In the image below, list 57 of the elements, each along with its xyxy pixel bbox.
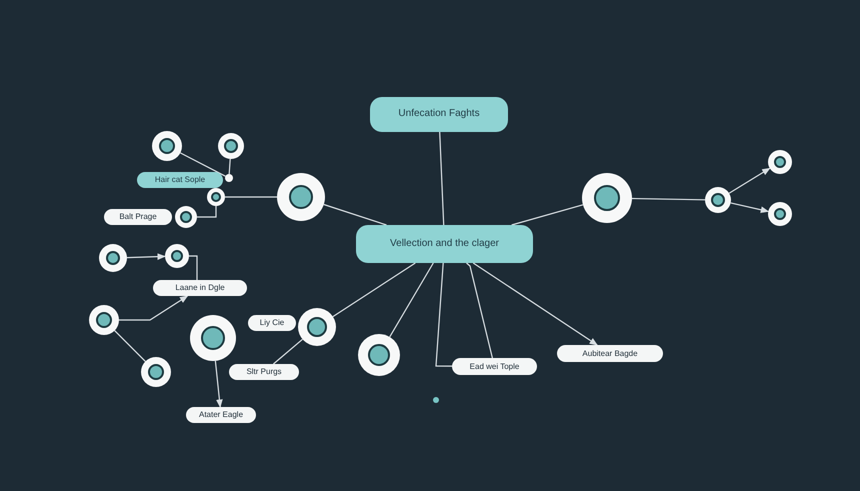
connector-line (632, 198, 706, 200)
connector-line (439, 132, 444, 226)
arrow (119, 296, 188, 321)
ring-node (705, 187, 731, 213)
ring-node (277, 173, 325, 221)
connector-line (435, 262, 452, 367)
ring-node (358, 334, 400, 376)
ring-node (218, 133, 244, 159)
ring-node (207, 188, 225, 206)
label-pill (137, 172, 223, 188)
connector-line (466, 262, 493, 358)
connector-line (389, 262, 434, 338)
connector-line (225, 196, 277, 198)
connector-line (228, 158, 231, 174)
node-label: Vellection and the clager (390, 238, 499, 250)
arrow (730, 202, 770, 213)
arrow (728, 168, 771, 194)
connector-line (114, 330, 146, 362)
process-box (356, 225, 533, 263)
ring-node (141, 357, 171, 387)
node-label: Ead wei Tople (470, 362, 520, 372)
connector-line (332, 262, 416, 318)
process-box (370, 97, 508, 132)
arrow (472, 262, 598, 346)
node-label: Laane in Dgle (175, 283, 225, 293)
node-label: Hair cat Sople (154, 175, 206, 185)
label-pill (557, 345, 663, 362)
ring-node (190, 315, 236, 361)
connector-line (324, 204, 387, 226)
label-pill (248, 315, 296, 331)
node-label: Sltr Purgs (246, 367, 282, 377)
ring-node (99, 244, 127, 272)
label-pill (186, 407, 256, 423)
connector-line (189, 255, 198, 281)
ring-node (298, 308, 336, 346)
ring-node (768, 150, 792, 174)
ring-node (152, 131, 182, 161)
arrow (214, 360, 223, 408)
node-label: Atater Eagle (198, 410, 244, 420)
ring-node (768, 202, 792, 226)
node-label: Liy Cie (260, 318, 284, 328)
label-pill (452, 358, 537, 375)
connector-line (197, 206, 217, 218)
label-pill (153, 280, 247, 296)
arrow (126, 253, 166, 260)
node-label: Unfecation Faghts (398, 108, 480, 121)
node-label: Aubitear Bagde (582, 348, 638, 358)
ring-node (582, 173, 632, 223)
connector-line (273, 338, 303, 364)
connector-line (511, 204, 584, 226)
ring-node (175, 206, 197, 228)
ring-node (165, 244, 189, 268)
node-label: Balt Prage (119, 212, 157, 222)
connector-line (180, 152, 226, 177)
label-pill (104, 209, 172, 225)
ring-node (89, 305, 119, 335)
label-pill (229, 364, 299, 380)
